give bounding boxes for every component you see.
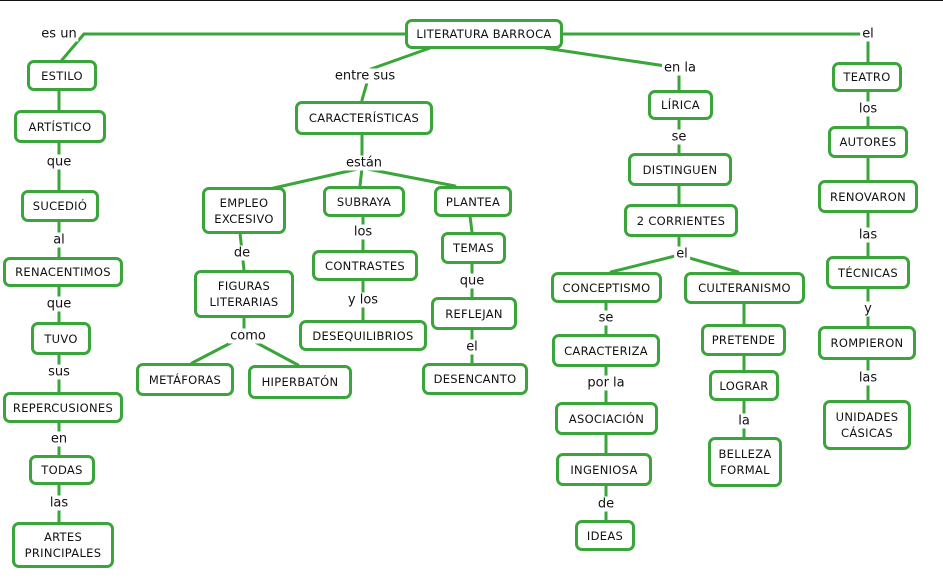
concept-belleza-formal: BELLEZA FORMAL xyxy=(708,437,782,487)
link-label-que-3: que xyxy=(457,273,487,289)
link-label-el-1: el xyxy=(464,339,480,355)
link-label-el-2: el xyxy=(674,246,690,262)
concept-2-corrientes: 2 CORRIENTES xyxy=(624,204,738,237)
top-border-line xyxy=(0,0,943,1)
concept-distinguen: DISTINGUEN xyxy=(628,153,732,186)
link-label-de-2: de xyxy=(595,496,617,512)
link-label-la: la xyxy=(736,413,752,429)
concept-lograr: LOGRAR xyxy=(709,370,779,401)
link-label-que-2: que xyxy=(44,296,74,312)
concept-metaforas: METÁFORAS xyxy=(136,363,234,396)
concept-renacentimos: RENACENTIMOS xyxy=(3,257,123,287)
concept-unidades-casicas: UNIDADES CÁSICAS xyxy=(823,400,911,450)
concept-plantea: PLANTEA xyxy=(434,186,512,217)
concept-temas: TEMAS xyxy=(441,232,506,264)
link-label-sus: sus xyxy=(46,364,72,380)
concept-autores: AUTORES xyxy=(828,126,908,158)
concept-todas: TODAS xyxy=(29,455,95,485)
concept-ingeniosa: INGENIOSA xyxy=(556,453,652,486)
link-label-las-2: las xyxy=(856,227,880,243)
concept-contrastes: CONTRASTES xyxy=(312,250,418,281)
concept-reflejan: REFLEJAN xyxy=(431,297,517,330)
concept-figuras-literarias: FIGURAS LITERARIAS xyxy=(194,270,294,318)
concept-pretende: PRETENDE xyxy=(701,324,786,356)
concept-tuvo: TUVO xyxy=(31,322,91,355)
concept-tecnicas: TÉCNICAS xyxy=(826,256,910,289)
concept-sucedio: SUCEDIÓ xyxy=(21,190,99,222)
link-label-en-la: en la xyxy=(662,60,698,76)
link-label-en: en xyxy=(48,431,70,447)
concept-desequilibrios: DESEQUILIBRIOS xyxy=(299,320,427,351)
concept-artes-principales: ARTES PRINCIPALES xyxy=(12,522,114,568)
concept-empleo-excesivo: EMPLEO EXCESIVO xyxy=(202,187,286,234)
concept-literatura-barroca: LITERATURA BARROCA xyxy=(405,19,563,49)
link-label-y-los: y los xyxy=(345,292,381,308)
concept-desencanto: DESENCANTO xyxy=(422,363,528,395)
link-label-las-3: las xyxy=(856,370,880,386)
link-label-el-teatro: el xyxy=(860,26,876,42)
concept-lirica: LÍRICA xyxy=(648,90,713,120)
concept-estilo: ESTILO xyxy=(27,60,97,91)
link-label-que-1: que xyxy=(44,154,74,170)
link-label-como: como xyxy=(228,328,268,344)
concept-culteranismo: CULTERANISMO xyxy=(684,272,805,304)
concept-ideas: IDEAS xyxy=(575,520,635,551)
concept-subraya: SUBRAYA xyxy=(323,186,405,217)
link-label-entre-sus: entre sus xyxy=(332,68,398,84)
concept-caracteriza: CARACTERIZA xyxy=(552,334,660,367)
link-label-los-1: los xyxy=(351,224,375,240)
concept-renovaron: RENOVARON xyxy=(818,180,918,213)
link-label-y: y xyxy=(862,301,874,317)
link-label-al: al xyxy=(51,232,67,248)
link-label-de-1: de xyxy=(231,245,253,261)
concept-conceptismo: CONCEPTISMO xyxy=(551,272,662,303)
concept-caracteristicas: CARACTERÍSTICAS xyxy=(295,101,433,135)
link-label-se-1: se xyxy=(669,129,689,145)
link-label-se-2: se xyxy=(596,310,616,326)
link-label-los-2: los xyxy=(856,101,880,117)
concept-rompieron: ROMPIERON xyxy=(818,326,916,360)
link-label-es-un: es un xyxy=(39,26,79,42)
concept-artistico: ARTÍSTICO xyxy=(14,110,106,143)
concept-teatro: TEATRO xyxy=(832,62,902,92)
concept-hiperbaton: HIPERBATÓN xyxy=(248,365,352,399)
link-label-estan: están xyxy=(343,155,385,171)
link-label-las-1: las xyxy=(47,495,71,511)
concept-asociacion: ASOCIACIÓN xyxy=(555,402,658,435)
link-label-por-la: por la xyxy=(585,375,627,391)
concept-repercusiones: REPERCUSIONES xyxy=(3,392,123,423)
